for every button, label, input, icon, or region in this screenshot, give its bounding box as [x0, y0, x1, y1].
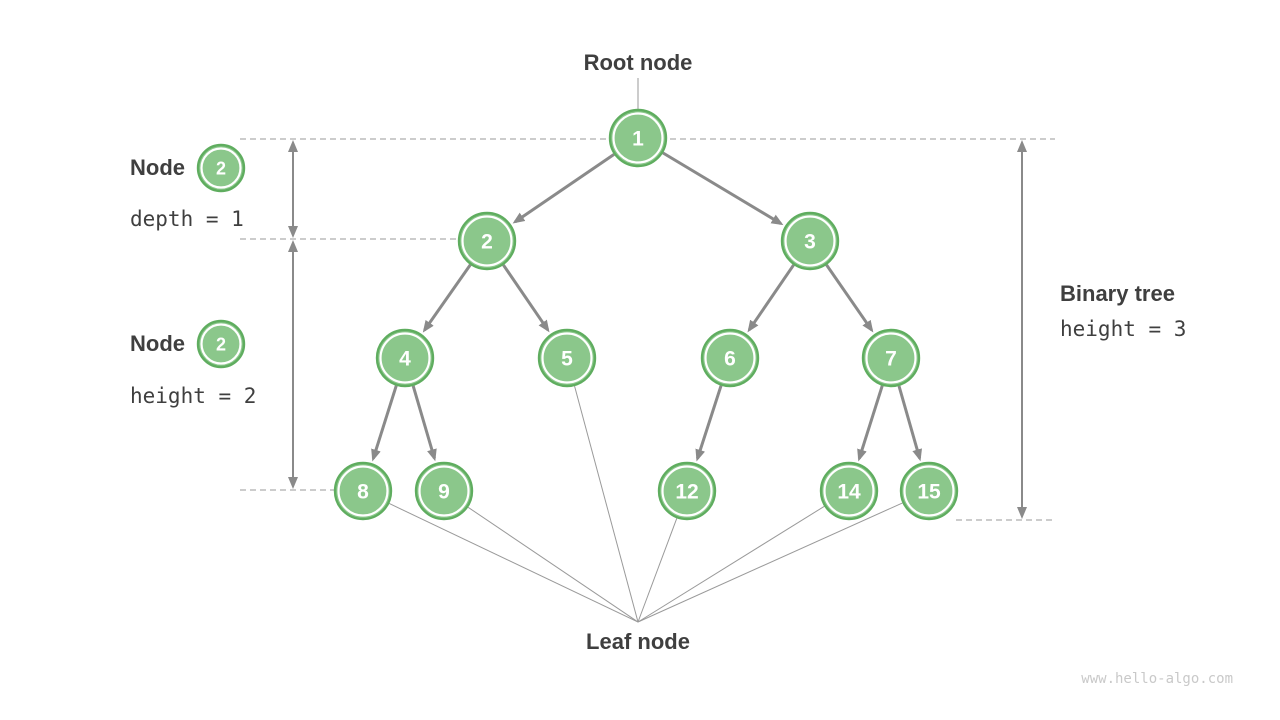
svg-text:9: 9 — [438, 480, 450, 503]
svg-text:14: 14 — [837, 480, 861, 503]
leaf-pointer-lines — [388, 385, 903, 623]
tree-node-6: 6 — [700, 328, 760, 388]
binary-tree-annotation-title: Binary tree — [1060, 281, 1175, 306]
leaf-node-label: Leaf node — [586, 629, 690, 654]
tree-node-4: 4 — [375, 328, 435, 388]
tree-node-14: 14 — [819, 461, 879, 521]
root-node-label: Root node — [583, 50, 693, 75]
tree-node-5: 5 — [537, 328, 597, 388]
tree-edge-6-12 — [695, 385, 723, 462]
node-depth-annotation-metric: depth = 1 — [130, 207, 244, 231]
tree-edge-7-14 — [857, 385, 884, 462]
watermark: www.hello-algo.com — [1081, 671, 1233, 687]
tree-edge-1-3 — [662, 151, 784, 226]
tree-node-1: 1 — [608, 108, 668, 168]
svg-text:6: 6 — [724, 347, 736, 370]
tree-edge-3-7 — [825, 263, 874, 333]
tree-edge-2-5 — [502, 264, 550, 333]
leaf-pointer-line-15 — [637, 502, 903, 623]
node-height-annotation-metric: height = 2 — [130, 384, 257, 408]
svg-text:4: 4 — [399, 347, 411, 370]
leaf-pointer-line-12 — [637, 517, 678, 623]
guide-lines — [240, 138, 1055, 521]
binary-tree-annotation-metric: height = 3 — [1060, 317, 1187, 341]
annotation-badges: 22 — [196, 143, 246, 369]
tree-node-9: 9 — [414, 461, 474, 521]
node-height-annotation-title: Node — [130, 331, 185, 356]
svg-text:12: 12 — [675, 480, 698, 503]
node-depth-annotation-title: Node — [130, 155, 185, 180]
tree-edge-3-6 — [747, 264, 795, 333]
svg-text:1: 1 — [632, 127, 644, 150]
svg-text:3: 3 — [804, 230, 816, 253]
svg-text:5: 5 — [561, 347, 573, 370]
svg-text:15: 15 — [917, 480, 941, 503]
leaf-pointer-line-9 — [467, 506, 639, 623]
tree-edge-4-9 — [411, 385, 437, 462]
tree-edge-2-4 — [422, 263, 472, 333]
leaf-pointer-line-5 — [574, 385, 639, 623]
tree-edge-7-15 — [897, 385, 922, 462]
annotation-node-badge-2: 2 — [196, 319, 246, 369]
tree-node-3: 3 — [780, 211, 840, 271]
tree-edge-1-2 — [512, 153, 615, 224]
svg-text:7: 7 — [885, 347, 897, 370]
measure-arrows — [288, 140, 1027, 519]
svg-text:2: 2 — [481, 230, 493, 253]
tree-edge-4-8 — [371, 385, 398, 462]
tree-node-2: 2 — [457, 211, 517, 271]
tree-node-7: 7 — [861, 328, 921, 388]
svg-text:2: 2 — [216, 334, 226, 354]
leaf-pointer-line-14 — [637, 505, 825, 623]
leaf-pointer-line-8 — [388, 503, 639, 623]
tree-edges — [371, 151, 922, 462]
svg-text:8: 8 — [357, 480, 369, 503]
tree-node-8: 8 — [333, 461, 393, 521]
annotation-node-badge-1: 2 — [196, 143, 246, 193]
svg-text:2: 2 — [216, 158, 226, 178]
tree-node-15: 15 — [899, 461, 959, 521]
tree-node-12: 12 — [657, 461, 717, 521]
